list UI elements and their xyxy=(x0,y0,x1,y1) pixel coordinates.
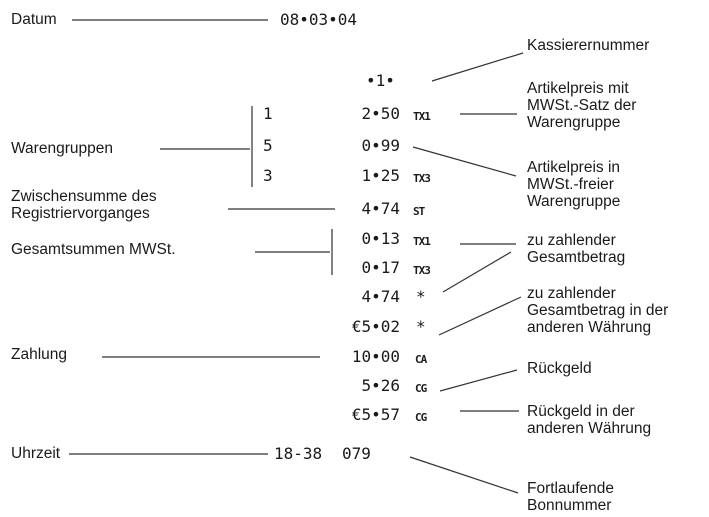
label-rueckgeld: Rückgeld xyxy=(527,360,592,377)
receipt-total-code: * xyxy=(416,287,426,306)
label-gesamtbetrag-2: Gesamtbetrag xyxy=(527,249,626,266)
connector-bonnummer xyxy=(409,456,519,494)
label-kassierer: Kassierernummer xyxy=(527,37,650,54)
receipt-group-number: 3 xyxy=(263,166,273,185)
receipt-group-number: 5 xyxy=(263,136,273,155)
label-warengruppen: Warengruppen xyxy=(11,140,113,157)
receipt-payment-value: 10•00 xyxy=(351,347,400,366)
label-andere-waehrung-1: zu zahlender xyxy=(527,285,616,302)
label-datum: Datum xyxy=(11,11,57,28)
receipt-date: 08•03•04 xyxy=(280,10,358,29)
label-artikelpreis-frei-1: Artikelpreis in xyxy=(527,159,621,176)
receipt-group-price: 2•50 xyxy=(361,104,400,123)
label-artikelpreis-mwst-1: Artikelpreis mit xyxy=(527,80,629,97)
label-andere-waehrung-3: anderen Währung xyxy=(527,319,652,336)
receipt-tax-total-value: 0•13 xyxy=(361,229,400,248)
connector-gesamtbetrag xyxy=(442,251,512,293)
label-artikelpreis-frei-3: Warengruppe xyxy=(527,193,621,210)
label-rueckgeld-andere-1: Rückgeld in der xyxy=(527,403,635,420)
receipt-tax-total-code: TX1 xyxy=(413,235,431,248)
receipt-change-other-code: CG xyxy=(415,411,427,424)
receipt-tax-total-value: 0•17 xyxy=(361,258,400,277)
receipt-change-value: 5•26 xyxy=(361,376,400,395)
label-bonnummer-1: Fortlaufende xyxy=(527,480,615,497)
receipt-cashier: •1• xyxy=(366,71,395,90)
label-artikelpreis-mwst-2: MWSt.-Satz der xyxy=(527,97,637,114)
receipt-group-number: 1 xyxy=(263,104,273,123)
label-zwischensumme-1: Zwischensumme des xyxy=(11,188,157,205)
connector-andere-waehrung xyxy=(438,296,522,336)
receipt-tax-total-code: TX3 xyxy=(413,264,431,277)
receipt-total-other-value: €5•02 xyxy=(351,317,400,336)
receipt-group-price: 0•99 xyxy=(361,136,400,155)
label-artikelpreis-frei-2: MWSt.-freier xyxy=(527,176,614,193)
connector-rueckgeld xyxy=(439,369,518,392)
receipt-time: 18-38 xyxy=(274,444,323,463)
label-gesamtsummen: Gesamtsummen MWSt. xyxy=(11,241,176,258)
receipt-subtotal-code: ST xyxy=(413,205,425,218)
receipt-total-other-code: * xyxy=(416,317,426,336)
receipt-change-other-value: €5•57 xyxy=(351,405,400,424)
receipt-group-code: TX3 xyxy=(413,172,431,185)
label-gesamtbetrag-1: zu zahlender xyxy=(527,232,616,249)
label-andere-waehrung-2: Gesamtbetrag in der xyxy=(527,302,669,319)
receipt-number: 079 xyxy=(342,444,371,463)
label-bonnummer-2: Bonnummer xyxy=(527,497,612,514)
label-artikelpreis-mwst-3: Warengruppe xyxy=(527,114,621,131)
receipt-total-value: 4•74 xyxy=(361,287,400,306)
label-rueckgeld-andere-2: anderen Währung xyxy=(527,420,652,437)
connector-artikelpreis-frei xyxy=(412,146,517,177)
label-zwischensumme-2: Registriervorganges xyxy=(11,205,150,222)
receipt-subtotal-value: 4•74 xyxy=(361,199,400,218)
receipt-group-price: 1•25 xyxy=(361,166,400,185)
receipt-group-code: TX1 xyxy=(413,110,431,123)
label-zahlung: Zahlung xyxy=(11,346,68,363)
label-uhrzeit: Uhrzeit xyxy=(11,445,61,462)
receipt-change-code: CG xyxy=(415,382,427,395)
receipt-payment-code: CA xyxy=(415,353,427,366)
connector-kassierer xyxy=(431,52,524,82)
